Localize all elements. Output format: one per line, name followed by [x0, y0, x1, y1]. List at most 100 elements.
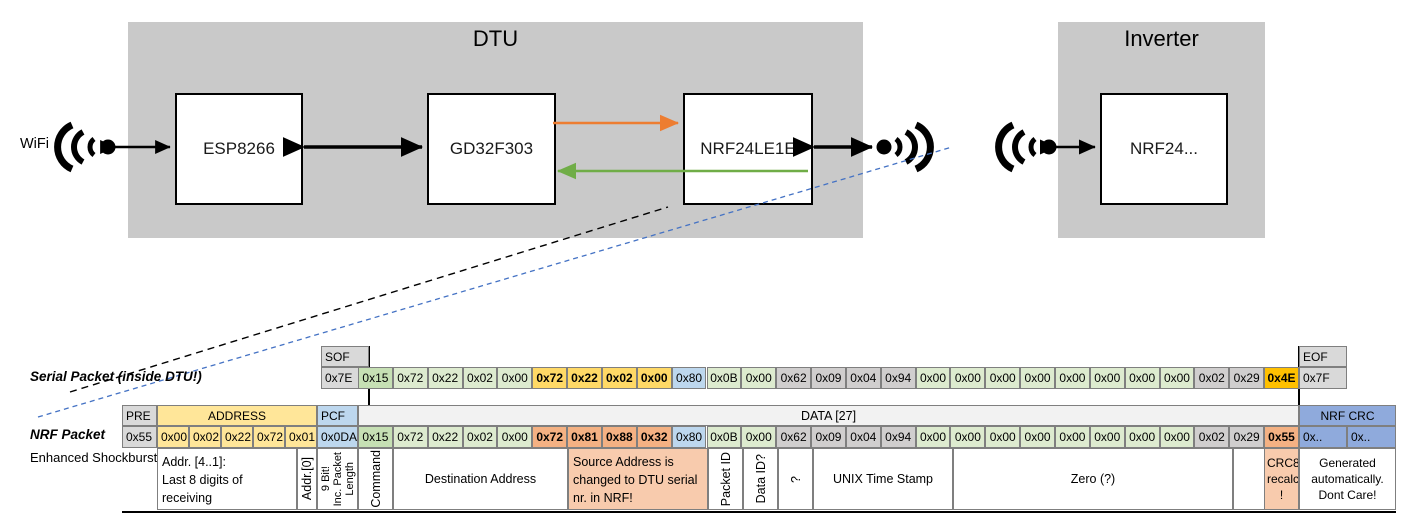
nrf-byte-14: 0x04: [845, 426, 881, 448]
nrf-crc-value-1: 0x..: [1347, 426, 1396, 448]
rf-antenna-icon: [876, 121, 934, 173]
desc-pcf-note: 9 Bit! Inc. Packet Length: [317, 448, 358, 510]
address-header: ADDRESS: [157, 405, 317, 426]
serial-byte-14: 0x04: [845, 367, 881, 389]
data-id-label: Data ID?: [753, 454, 768, 504]
address-byte-2: 0x22: [221, 426, 253, 448]
nrf-byte-24: 0x02: [1194, 426, 1230, 448]
pre-header: PRE: [122, 405, 157, 426]
desc-row-bottom-rule: [122, 511, 1396, 513]
pcf-note-line3: Length: [343, 462, 356, 496]
rf-antenna-icon-inverter: [995, 121, 1057, 173]
unix-time-stamp-label: UNIX Time Stamp: [832, 472, 934, 486]
pcf-note-line1: 9 Bit!: [319, 466, 332, 492]
pcf-value: 0x0DA: [317, 426, 358, 448]
enhanced-shockburst-label: Enhanced Shockburst: [30, 450, 158, 465]
desc-source-note: Source Address is changed to DTU serial …: [568, 448, 708, 510]
wifi-antenna-icon: [54, 121, 116, 173]
serial-byte-21: 0x00: [1089, 367, 1125, 389]
nrf-byte-9: 0x80: [671, 426, 707, 448]
nrf-byte-0: 0x15: [358, 426, 393, 448]
desc-crc8: CRC8 recalc. !: [1264, 448, 1299, 510]
nrf-byte-16: 0x00: [915, 426, 951, 448]
serial-byte-20: 0x00: [1055, 367, 1090, 389]
serial-byte-24: 0x02: [1194, 367, 1230, 389]
nrf-crc-header: NRF CRC: [1299, 405, 1396, 426]
nrf-byte-20: 0x00: [1055, 426, 1090, 448]
serial-byte-26: 0x4E: [1264, 367, 1299, 389]
nrf-byte-5: 0x72: [532, 426, 568, 448]
serial-byte-0: 0x15: [358, 367, 393, 389]
nrf-byte-19: 0x00: [1020, 426, 1055, 448]
address-byte-0: 0x00: [157, 426, 189, 448]
nrf-byte-13: 0x09: [811, 426, 846, 448]
serial-byte-5: 0x72: [532, 367, 568, 389]
desc-addr0: Addr.[0]: [297, 448, 317, 510]
serial-byte-10: 0x0B: [706, 367, 742, 389]
auto-crc-line1: Generated: [1319, 456, 1376, 470]
serial-byte-2: 0x22: [427, 367, 463, 389]
nrf-packet-label: NRF Packet: [30, 427, 106, 442]
serial-byte-22: 0x00: [1124, 367, 1160, 389]
inverter-title: Inverter: [1124, 26, 1199, 51]
nrf-byte-18: 0x00: [985, 426, 1021, 448]
addr0-label: Addr.[0]: [300, 457, 314, 501]
wifi-label: WiFi: [20, 136, 49, 152]
nrf-byte-10: 0x0B: [706, 426, 742, 448]
serial-byte-13: 0x09: [811, 367, 846, 389]
nrf-byte-23: 0x00: [1159, 426, 1195, 448]
destination-address-label: Destination Address: [424, 472, 537, 486]
nrf-byte-25: 0x29: [1229, 426, 1265, 448]
serial-byte-17: 0x00: [950, 367, 986, 389]
serial-byte-23: 0x00: [1159, 367, 1195, 389]
chip-gd32f303: GD32F303: [427, 93, 556, 205]
nrf-crc-value-0: 0x..: [1299, 426, 1347, 448]
serial-byte-16: 0x00: [915, 367, 951, 389]
crc8-line2: recalc.: [1267, 472, 1299, 486]
desc-data-id: Data ID?: [743, 448, 778, 510]
nrf-byte-4: 0x00: [497, 426, 533, 448]
zero-label: Zero (?): [1070, 472, 1116, 486]
desc-unknown-1: ?: [778, 448, 813, 510]
chip-esp8266: ESP8266: [175, 93, 303, 205]
serial-byte-9: 0x80: [671, 367, 707, 389]
desc-address-note: Addr. [4..1]: Last 8 digits of receiving…: [157, 448, 297, 510]
serial-byte-25: 0x29: [1229, 367, 1265, 389]
pcf-header: PCF: [317, 405, 358, 426]
nrf-byte-7: 0x88: [601, 426, 637, 448]
serial-byte-4: 0x00: [497, 367, 533, 389]
nrf-byte-21: 0x00: [1089, 426, 1125, 448]
serial-byte-18: 0x00: [985, 367, 1021, 389]
address-note-line2: Last 8 digits of receiving: [162, 473, 243, 505]
serial-byte-11: 0x00: [741, 367, 777, 389]
source-note-line1: Source Address is: [573, 455, 674, 469]
crc8-line3: !: [1279, 488, 1284, 502]
nrf-byte-8: 0x32: [636, 426, 672, 448]
nrf-byte-22: 0x00: [1124, 426, 1160, 448]
address-byte-4: 0x01: [285, 426, 317, 448]
address-note-line1: Addr. [4..1]:: [162, 455, 226, 469]
serial-byte-3: 0x02: [462, 367, 498, 389]
chip-nrf24: NRF24...: [1100, 93, 1228, 205]
desc-zero: Zero (?): [953, 448, 1233, 510]
unknown-1-label: ?: [788, 475, 803, 483]
desc-auto-crc: Generated automatically. Dont Care!: [1299, 448, 1396, 510]
address-note-line3: device in "little Endian": [162, 507, 296, 509]
address-byte-3: 0x72: [253, 426, 285, 448]
address-byte-1: 0x02: [189, 426, 221, 448]
serial-byte-15: 0x94: [880, 367, 916, 389]
packet-id-label: Packet ID: [718, 451, 733, 507]
pcf-note-line2: Inc. Packet: [331, 451, 344, 507]
desc-packet-id: Packet ID: [708, 448, 743, 510]
source-note-line3: nr. in NRF!: [573, 491, 633, 505]
serial-byte-8: 0x00: [636, 367, 672, 389]
chip-nrf24le1e: NRF24LE1E: [683, 93, 813, 205]
command-label: Command: [368, 450, 383, 508]
pre-value: 0x55: [122, 426, 157, 448]
source-note-line2: changed to DTU serial: [573, 473, 698, 487]
nrf-byte-15: 0x94: [880, 426, 916, 448]
sof-header: SOF: [321, 346, 369, 367]
serial-byte-1: 0x72: [392, 367, 428, 389]
crc8-line1: CRC8: [1267, 456, 1299, 470]
desc-destination-address: Destination Address: [393, 448, 568, 510]
